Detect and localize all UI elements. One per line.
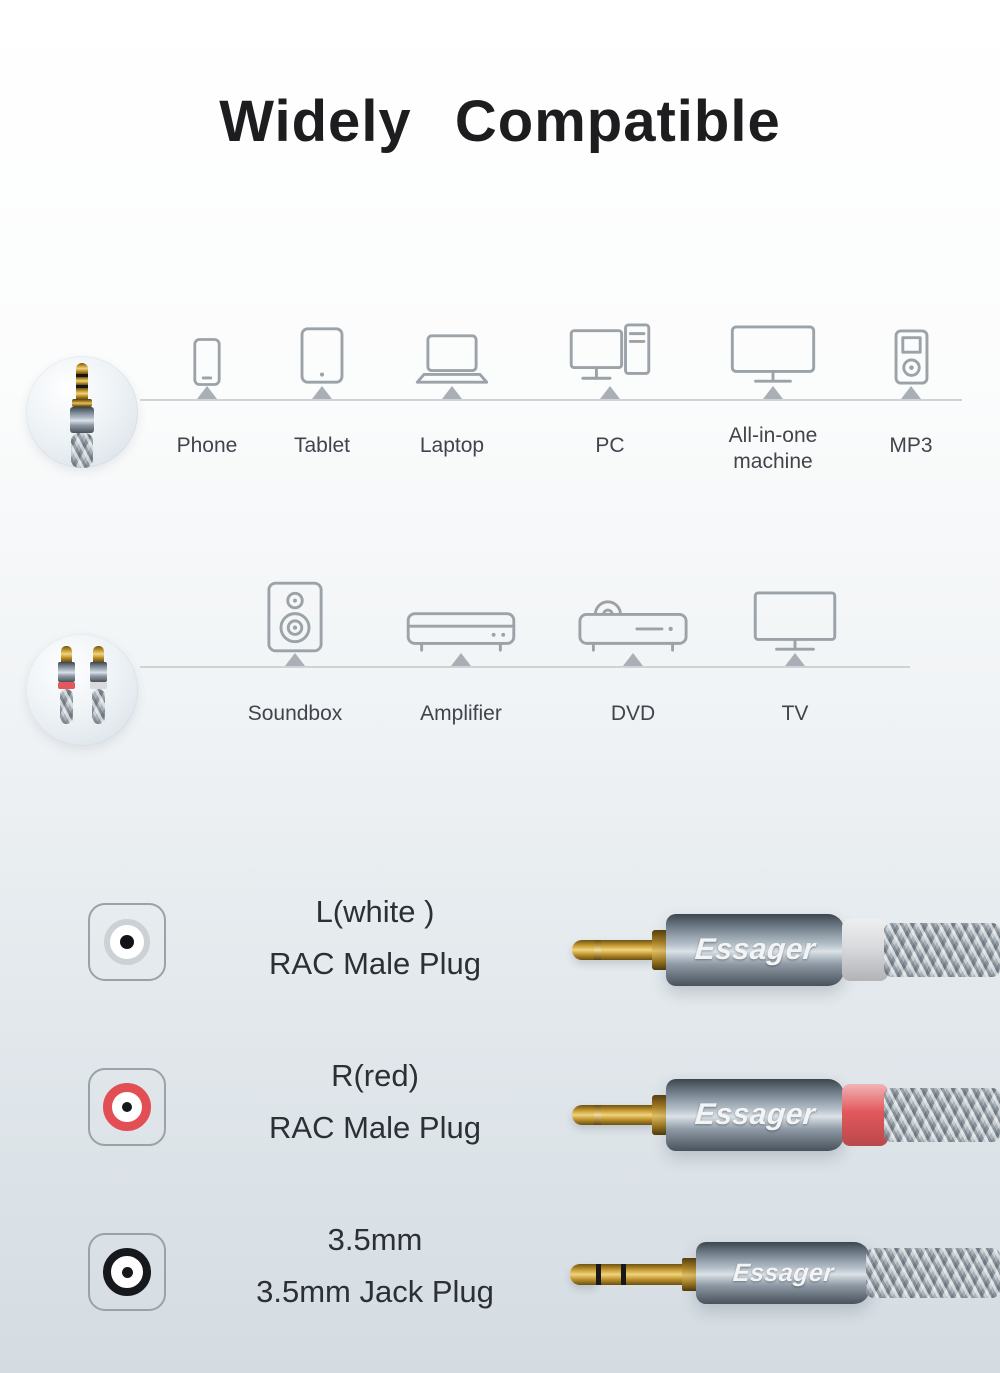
- rca-barrel: Essager: [666, 914, 844, 986]
- rca-white-plug-photo: Essager: [560, 890, 1000, 1010]
- rca-pin: [572, 940, 654, 960]
- device-label-mp3: MP3: [889, 434, 933, 457]
- pointer-triangle: [442, 386, 462, 399]
- tv-icon: [752, 590, 838, 659]
- rca-white-port-icon: [88, 903, 166, 981]
- page-title: Widely Compatible: [219, 89, 781, 154]
- mini-jack-cable: [71, 433, 93, 468]
- pointer-triangle: [285, 653, 305, 666]
- braided-cable: [884, 923, 1000, 977]
- compat-line-rca: [140, 666, 910, 668]
- plug-subtitle-white: RAC Male Plug: [269, 946, 481, 981]
- device-label-soundbox: Soundbox: [247, 702, 343, 725]
- port-center: [122, 1102, 132, 1112]
- mp3-player-icon: [893, 328, 930, 391]
- rca-red-port-icon: [88, 1068, 166, 1146]
- laptop-icon: [414, 332, 490, 391]
- amplifier-icon: [405, 606, 517, 659]
- port-ring: [103, 1248, 151, 1296]
- braided-cable: [866, 1248, 1000, 1298]
- compat-line-jack: [140, 399, 962, 401]
- plug-title-white: L(white ): [315, 894, 435, 929]
- braided-cable: [884, 1088, 1000, 1142]
- mini-rca-band-red: [58, 682, 75, 689]
- mini-jack-segment: [76, 388, 88, 399]
- pc-icon: [568, 322, 652, 391]
- plug-title-red: R(red): [331, 1058, 419, 1093]
- phone-icon: [192, 336, 222, 393]
- mini-rca-body: [58, 662, 75, 682]
- port-ring: [103, 1083, 151, 1131]
- white-color-band: [842, 919, 888, 981]
- device-label-dvd: DVD: [610, 702, 656, 725]
- pin-groove: [594, 1105, 601, 1125]
- port-ring: [104, 919, 150, 965]
- mini-jack-collar: [72, 399, 92, 407]
- mini-rca-cable: [92, 689, 105, 724]
- mini-rca-band-white: [90, 682, 107, 689]
- plug-subtitle-red: RAC Male Plug: [269, 1110, 481, 1145]
- dvd-player-icon: [577, 598, 689, 659]
- mini-rca-tip: [61, 646, 72, 662]
- jack-sleeve-segment: [626, 1264, 682, 1285]
- pointer-triangle: [763, 386, 783, 399]
- plug-subtitle-35mm: 3.5mm Jack Plug: [256, 1274, 494, 1309]
- jack-35mm-port-icon: [88, 1233, 166, 1311]
- jack-35mm-plug-photo: Essager: [560, 1212, 1000, 1332]
- mini-rca-tip: [93, 646, 104, 662]
- port-center: [120, 935, 134, 949]
- mini-rca-cable: [60, 689, 73, 724]
- mini-rca-body: [90, 662, 107, 682]
- device-label-amplifier: Amplifier: [420, 702, 502, 725]
- tablet-icon: [299, 326, 345, 390]
- pointer-triangle: [451, 653, 471, 666]
- jack-insulator-ring: [621, 1264, 626, 1285]
- port-center: [121, 1266, 133, 1278]
- device-label-tv: TV: [781, 702, 809, 725]
- soundbox-icon: [266, 580, 324, 659]
- all-in-one-icon: [729, 324, 817, 391]
- device-label-laptop: Laptop: [419, 434, 485, 457]
- rca-pin: [572, 1105, 654, 1125]
- device-label-all-in-one: All-in-one machine: [728, 424, 818, 473]
- red-color-band: [842, 1084, 888, 1146]
- device-label-phone: Phone: [176, 434, 238, 457]
- mini-jack-ring: [76, 385, 88, 388]
- jack-collar: [682, 1258, 698, 1291]
- rca-plugs-photo-circle: [26, 634, 138, 746]
- mini-jack-segment: [76, 377, 88, 385]
- mini-jack-ring: [76, 374, 88, 377]
- rca-flange: [652, 1095, 668, 1135]
- brand-logo: Essager: [731, 1258, 835, 1287]
- rca-flange: [652, 930, 668, 970]
- pointer-triangle: [197, 386, 217, 399]
- jack-tip: [570, 1264, 596, 1285]
- jack-plug-photo-circle: [26, 356, 138, 468]
- pin-groove: [594, 940, 601, 960]
- mini-jack-barrel: [70, 407, 94, 433]
- pointer-triangle: [623, 653, 643, 666]
- brand-logo: Essager: [693, 933, 817, 966]
- jack-insulator-ring: [596, 1264, 601, 1285]
- jack-ring-segment: [601, 1264, 621, 1285]
- pointer-triangle: [785, 653, 805, 666]
- device-label-pc: PC: [595, 434, 625, 457]
- rca-red-plug-photo: Essager: [560, 1055, 1000, 1175]
- pointer-triangle: [312, 386, 332, 399]
- rca-barrel: Essager: [666, 1079, 844, 1151]
- mini-jack-tip: [76, 363, 88, 374]
- plug-title-35mm: 3.5mm: [327, 1222, 423, 1257]
- device-label-tablet: Tablet: [293, 434, 351, 457]
- pointer-triangle: [600, 386, 620, 399]
- brand-logo: Essager: [693, 1098, 817, 1131]
- jack-barrel: Essager: [696, 1242, 870, 1304]
- pointer-triangle: [901, 386, 921, 399]
